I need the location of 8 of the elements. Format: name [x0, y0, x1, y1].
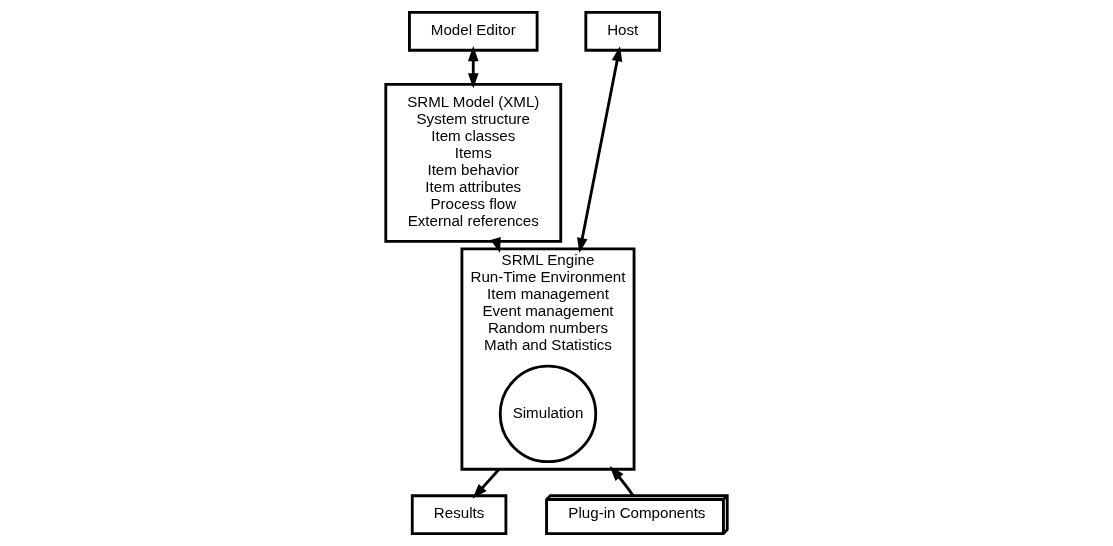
- arrow: [609, 465, 635, 497]
- node-box: Host: [584, 11, 661, 52]
- node-circle: Simulation: [498, 364, 598, 464]
- arrow: [577, 46, 623, 254]
- arrow: [467, 46, 479, 89]
- node-box: Results: [410, 494, 508, 535]
- arrow: [472, 468, 501, 499]
- node-box: Model Editor: [408, 11, 539, 52]
